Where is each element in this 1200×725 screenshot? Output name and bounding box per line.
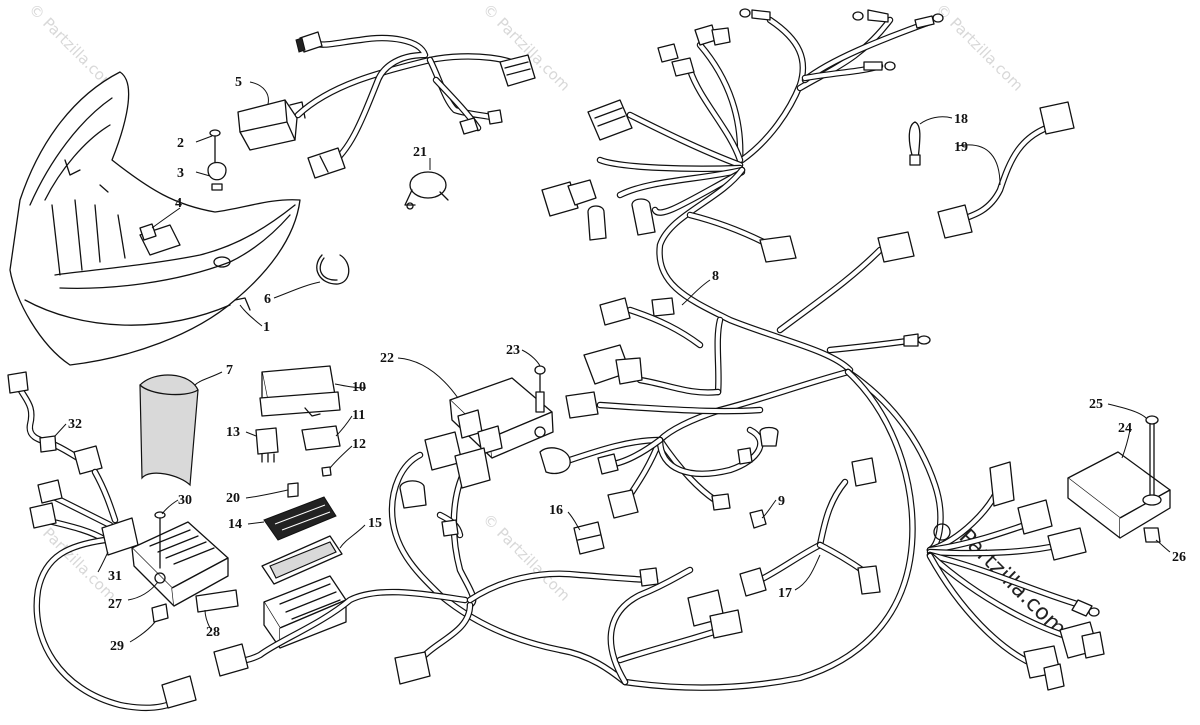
watermark-3: © Partzilla.com xyxy=(932,0,1027,95)
callout-9: 9 xyxy=(778,494,785,509)
callout-24: 24 xyxy=(1118,421,1132,436)
horn-part-21 xyxy=(404,171,449,210)
screw-part-2 xyxy=(209,129,221,166)
front-harness xyxy=(294,34,529,169)
lower-right-connectors xyxy=(989,461,1105,691)
relay-part-11 xyxy=(301,425,341,451)
callout-23: 23 xyxy=(506,343,520,358)
sub-harness-part-17 xyxy=(739,457,881,597)
callout-5: 5 xyxy=(235,75,242,90)
fuse-box-part-10 xyxy=(259,365,341,417)
plug-part-9 xyxy=(749,509,767,529)
harness-part-19 xyxy=(937,101,1075,239)
ecu-harness xyxy=(213,431,743,686)
gasket-part-15 xyxy=(261,535,343,585)
callout-18: 18 xyxy=(954,112,968,127)
fuse-part-12 xyxy=(321,466,332,477)
nut-part-26 xyxy=(1143,527,1161,543)
cable-tie-part-6 xyxy=(316,254,350,285)
pad-part-28 xyxy=(195,589,239,613)
callout-30: 30 xyxy=(178,493,192,508)
callout-10: 10 xyxy=(352,380,366,395)
callout-16: 16 xyxy=(549,503,563,518)
callout-numbers: 1 2 3 4 5 6 7 8 9 10 11 12 13 14 15 16 1… xyxy=(68,75,1186,654)
main-harness-connectors xyxy=(539,8,944,519)
callout-31: 31 xyxy=(108,569,122,584)
connector-part-16 xyxy=(573,521,605,555)
callout-29: 29 xyxy=(110,639,124,654)
ecu-part-22 xyxy=(449,377,554,459)
callout-25: 25 xyxy=(1089,397,1103,412)
label-sheet-part-14 xyxy=(263,496,337,541)
callout-4: 4 xyxy=(175,196,182,211)
relay-part-13 xyxy=(255,427,279,463)
callout-15: 15 xyxy=(368,516,382,531)
callout-3: 3 xyxy=(177,166,184,181)
clip-part-29 xyxy=(151,603,169,623)
callout-13: 13 xyxy=(226,425,240,440)
callout-2: 2 xyxy=(177,136,184,151)
module-part-5 xyxy=(237,99,306,151)
callout-6: 6 xyxy=(264,292,271,307)
callout-32: 32 xyxy=(68,417,82,432)
fuse-part-20 xyxy=(287,482,299,498)
leader-lines xyxy=(54,81,1171,643)
bolt-part-23 xyxy=(534,365,546,413)
callout-21: 21 xyxy=(413,145,427,160)
harness-part-32 xyxy=(7,371,103,475)
module-harness-part-31 xyxy=(29,468,197,711)
callout-11: 11 xyxy=(352,408,365,423)
callout-20: 20 xyxy=(226,491,240,506)
clamp-part-3 xyxy=(207,161,227,191)
module-part-27 xyxy=(131,521,229,607)
callout-26: 26 xyxy=(1172,550,1186,565)
callout-27: 27 xyxy=(108,597,122,612)
main-harness xyxy=(566,16,1084,691)
bolt-part-25 xyxy=(1142,415,1162,506)
headlight-housing xyxy=(9,71,301,366)
callout-14: 14 xyxy=(228,517,242,532)
callout-1: 1 xyxy=(263,320,270,335)
callout-22: 22 xyxy=(380,351,394,366)
front-connectors xyxy=(295,31,536,179)
callout-8: 8 xyxy=(712,269,719,284)
callout-12: 12 xyxy=(352,437,366,452)
sleeve-part-7 xyxy=(139,374,199,487)
callout-17: 17 xyxy=(778,586,792,601)
callout-7: 7 xyxy=(226,363,233,378)
callout-28: 28 xyxy=(206,625,220,640)
callout-19: 19 xyxy=(954,140,968,155)
clip-part-18 xyxy=(908,121,921,166)
